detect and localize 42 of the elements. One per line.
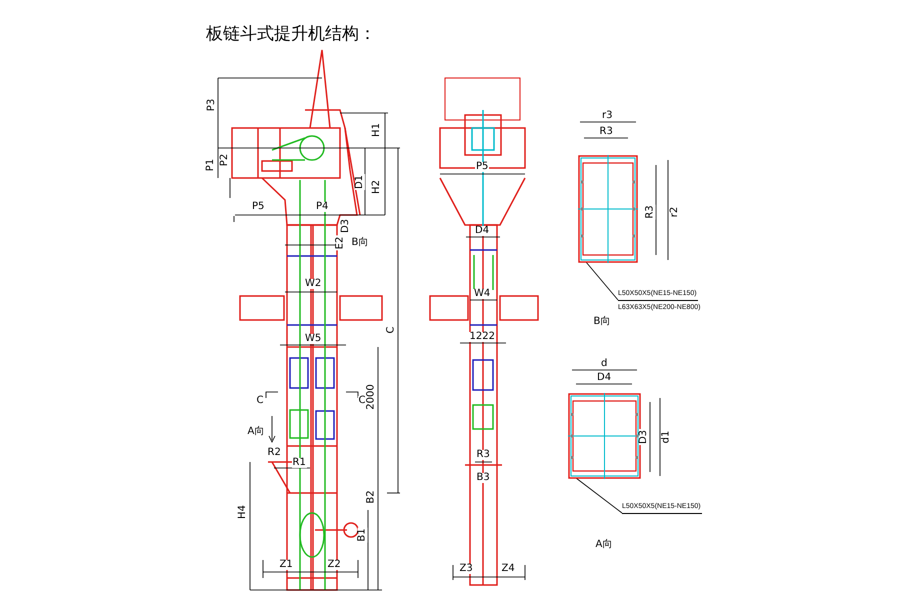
dimension-label: P5 [475, 162, 490, 172]
dimension-label: Z2 [326, 560, 342, 570]
dimension-label: C [386, 326, 396, 334]
dimension-label: R1 [292, 458, 307, 468]
dimension-label: B2 [366, 489, 376, 505]
dimension-label: D4 [474, 226, 490, 236]
dimension-label: H4 [238, 504, 248, 520]
dimension-label: R3 [645, 204, 656, 220]
dimension-label: R3 [598, 127, 614, 137]
dimension-label: P5 [251, 202, 266, 212]
view-label: A向 [246, 427, 266, 437]
leader-line [576, 478, 622, 514]
dimension-label: D4 [596, 373, 612, 383]
view-label: B向 [592, 317, 612, 327]
dimension-label: H2 [372, 179, 382, 195]
dimension-label: E2 [334, 236, 345, 250]
dimension-label: B3 [476, 473, 491, 483]
dimension-label: D3 [341, 218, 352, 234]
dimension-label: W4 [473, 289, 492, 299]
dimension-label: Z3 [458, 564, 474, 574]
section-label: C [358, 396, 366, 406]
dimension-label: d1 [660, 430, 671, 444]
dimension-label: W5 [304, 334, 322, 344]
dimension-label: D3 [639, 428, 650, 446]
dimension-label: R3 [476, 450, 491, 460]
section-label: C [256, 396, 264, 406]
dimension-label: Z1 [278, 560, 294, 570]
leader-line [586, 262, 618, 300]
dimension-label: D1 [355, 174, 366, 190]
dimension-label: P3 [207, 98, 218, 112]
dimension-label: H1 [372, 122, 382, 138]
dimension-label: R2 [266, 448, 282, 458]
dimension-label: 1222 [468, 332, 496, 342]
dimension-label: B1 [357, 527, 368, 543]
dimension-label: W2 [304, 279, 322, 289]
view-label: A向 [594, 540, 614, 550]
dimension-label: d [600, 359, 608, 369]
dimension-label: 2000 [366, 383, 376, 411]
dimension-label: Z4 [500, 564, 516, 574]
view-label: B向 [350, 238, 370, 248]
dimension-label: P4 [315, 202, 330, 212]
dimension-label: r3 [601, 111, 614, 121]
